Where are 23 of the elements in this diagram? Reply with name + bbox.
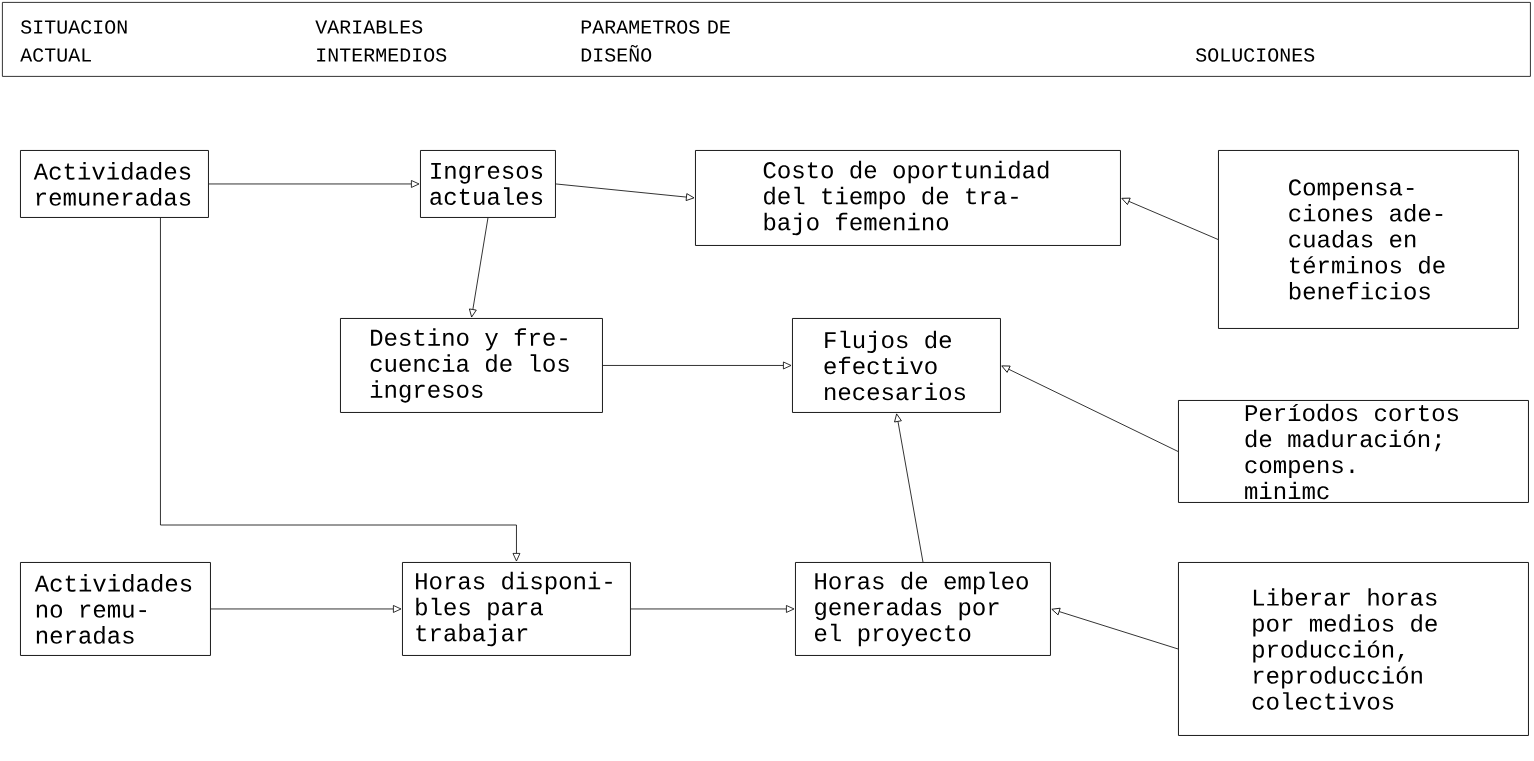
arrow xyxy=(555,183,695,201)
arrow xyxy=(602,361,792,370)
arrow xyxy=(1001,365,1179,452)
text-box: Compensa- ciones ade- cuadas en términos de beneficios xyxy=(1218,150,1519,329)
text-box: Períodos cortos de maduración; compens. minimc xyxy=(1178,400,1529,503)
arrow xyxy=(630,605,795,613)
text-box: Actividades no remu- neradas xyxy=(20,562,211,656)
arrow xyxy=(160,217,521,562)
text-box: Horas de empleo generadas por el proyecto xyxy=(795,562,1051,656)
arrow xyxy=(1051,607,1179,650)
arrow xyxy=(894,413,924,563)
header-band: SITUACION ACTUAL VARIABLES INTERMEDIOS PARAMETROS DE DISEÑO SOLUCIONES xyxy=(2,2,1531,77)
arrow xyxy=(1121,197,1219,240)
text-box: Flujos de efectivo necesarios xyxy=(792,318,1001,413)
arrow xyxy=(210,605,402,613)
text-box: Actividades remuneradas xyxy=(20,150,209,218)
arrow xyxy=(469,217,489,318)
text-box: Liberar horas por medios de producción, reproducción colectivos xyxy=(1178,562,1529,736)
text-box: Costo de oportunidad del tiempo de tra- bajo femenino xyxy=(695,150,1121,246)
arrow xyxy=(208,180,420,188)
text-box: Horas disponi- bles para trabajar xyxy=(402,562,631,656)
text-box: Ingresos actuales xyxy=(420,150,556,218)
text-box: Destino y fre- cuencia de los ingresos xyxy=(340,318,603,413)
